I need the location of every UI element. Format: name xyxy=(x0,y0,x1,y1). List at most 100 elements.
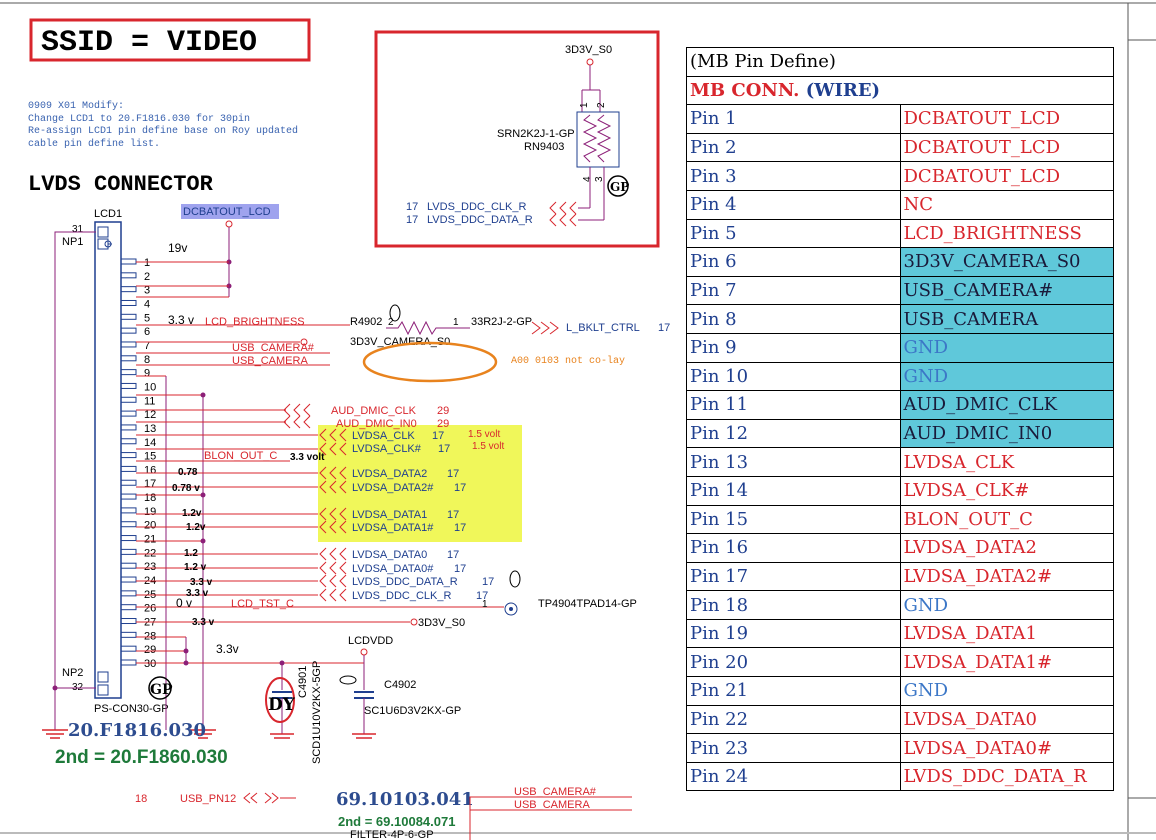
connector-pin-stub xyxy=(120,479,137,486)
voltage-15b: 1.5 volt xyxy=(472,441,504,452)
voltage-15a: 1.5 volt xyxy=(468,429,500,440)
aud-clk-ref: 29 xyxy=(437,405,449,417)
r4902-value: 33R2J-2-GP xyxy=(471,316,532,328)
table-header-row: MB CONN. (WIRE) xyxy=(686,75,1114,106)
filter-part: FILTER-4P-6-GP xyxy=(350,829,434,840)
pin-signal-cell: BLON_OUT_C xyxy=(899,504,1114,535)
voltage-19v: 19v xyxy=(168,241,187,255)
r4902-ref: R4902 xyxy=(350,316,382,328)
net-usb-camera-n: USB_CAMERA# xyxy=(232,342,315,354)
pin-number-cell: Pin 20 xyxy=(686,647,901,678)
connector-pin-stub xyxy=(120,548,137,555)
inset-pin-1: 1 xyxy=(579,102,590,108)
inset-srn-part: SRN2K2J-1-GP xyxy=(497,128,575,140)
part-number-1: 20.F1816.030 xyxy=(68,720,206,741)
pin-number-cell: Pin 8 xyxy=(686,304,901,334)
connector-pin-stub xyxy=(120,576,137,583)
connector-pin-number: 10 xyxy=(144,381,156,393)
data0-ref: 17 xyxy=(447,549,459,561)
pin-number-cell: Pin 2 xyxy=(686,132,901,163)
r4902-pin2: 2 xyxy=(388,317,394,328)
connector-pin-number: 4 xyxy=(144,298,150,310)
pin-signal-cell: LVDSA_DATA1# xyxy=(899,647,1114,678)
off-page-arrow xyxy=(319,574,347,588)
voltage-33-blon: 3.3 volt xyxy=(290,452,325,463)
connector-pin-stub xyxy=(120,645,137,652)
lvds-nets xyxy=(136,428,347,602)
voltage-12d: 1.2 v xyxy=(184,562,207,573)
pin-signal-cell: LVDSA_DATA2# xyxy=(899,561,1114,592)
pin-number-cell: Pin 23 xyxy=(686,733,901,763)
voltage-12a: 1.2v xyxy=(182,508,202,519)
net-ddc-clk: LVDS_DDC_CLK_R xyxy=(352,590,452,602)
pin-number-cell: Pin 16 xyxy=(686,533,901,563)
part-number-2: 2nd = 20.F1860.030 xyxy=(55,747,228,768)
net-usb-camera-2: USB_CAMERA xyxy=(514,799,590,811)
connector-pin-number: 20 xyxy=(144,520,156,532)
pin-signal-cell: DCBATOUT_LCD xyxy=(899,132,1114,163)
pin-signal-cell: LVDSA_DATA2 xyxy=(899,533,1114,563)
connector-pin-number: 2 xyxy=(144,271,150,283)
connector-ref: LCD1 xyxy=(94,208,122,220)
connector-pin-number: 15 xyxy=(144,451,156,463)
net-data1-n: LVDSA_DATA1# xyxy=(352,522,434,534)
net-cam-pwr: 3D3V_CAMERA_S0 xyxy=(350,336,450,348)
connector-pin-stub xyxy=(120,341,137,348)
connector-pin-number: 7 xyxy=(144,340,150,352)
connector-pin-number: 27 xyxy=(144,617,156,629)
filter-part-number-2: 2nd = 69.10084.071 xyxy=(338,814,455,829)
pin-number-cell: Pin 17 xyxy=(686,561,901,592)
inset-gp-badge: GP xyxy=(610,180,629,194)
net-dcbatout: DCBATOUT_LCD xyxy=(183,206,271,218)
net-usb-camera: USB_CAMERA xyxy=(232,355,308,367)
net-data2: LVDSA_DATA2 xyxy=(352,468,427,480)
inset-pin-3: 3 xyxy=(594,176,605,182)
connector-pin-stub xyxy=(120,507,137,514)
connector-pin-number: 16 xyxy=(144,464,156,476)
connector-pin-number: 26 xyxy=(144,603,156,615)
inset-pin-4: 4 xyxy=(582,176,593,182)
net-usb-camera-n-2: USB_CAMERA# xyxy=(514,786,597,798)
voltage-33c: 3.3 v xyxy=(190,577,213,588)
pin-signal-cell: LVDSA_DATA0 xyxy=(899,704,1114,735)
ddc-clk-ref: 17 xyxy=(476,590,488,602)
net-aud-in0: AUD_DMIC_IN0 xyxy=(336,418,417,430)
net-l-bklt-ctrl: L_BKLT_CTRL xyxy=(566,322,640,334)
pin-signal-cell: GND xyxy=(899,676,1114,706)
pin-signal-cell: GND xyxy=(899,590,1114,620)
pin-signal-cell: AUD_DMIC_CLK xyxy=(899,390,1114,420)
pin-signal-cell: LVDSA_DATA0# xyxy=(899,733,1114,763)
usb-pn12-ref: 18 xyxy=(135,793,147,805)
pin-signal-cell: NC xyxy=(899,189,1114,220)
tp-pin: 1 xyxy=(482,599,488,610)
connector-pin-stub xyxy=(120,313,137,320)
net-data0: LVDSA_DATA0 xyxy=(352,549,427,561)
off-page-arrow xyxy=(319,507,347,521)
data2-ref: 17 xyxy=(447,468,459,480)
connector-pin-number: 21 xyxy=(144,534,156,546)
net-lvdsa-clk: LVDSA_CLK xyxy=(352,430,415,442)
voltage-33e: 3.3 v xyxy=(192,617,215,628)
connector-pin-stub xyxy=(120,424,137,431)
c4902-ref: C4902 xyxy=(384,679,416,691)
net-blon: BLON_OUT_C xyxy=(204,450,277,462)
connector-pin-number: 17 xyxy=(144,478,156,490)
net-lvdsa-clk-n: LVDSA_CLK# xyxy=(352,443,422,455)
data2-n-ref: 17 xyxy=(454,482,466,494)
data1-n-ref: 17 xyxy=(454,522,466,534)
voltage-12c: 1.2 xyxy=(184,548,198,559)
off-page-arrow xyxy=(319,480,347,494)
connector-pin-number: 9 xyxy=(144,368,150,380)
pin-signal-cell: USB_CAMERA xyxy=(899,304,1114,334)
net-data2-n: LVDSA_DATA2# xyxy=(352,482,434,494)
pin-signal-cell: DCBATOUT_LCD xyxy=(899,161,1114,191)
